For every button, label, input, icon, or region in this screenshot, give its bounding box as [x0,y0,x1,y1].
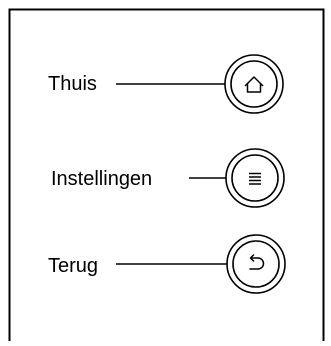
home-button-row: Thuis [48,54,284,114]
home-icon [244,76,264,93]
back-label: Terug [48,255,98,277]
menu-icon [249,172,261,185]
home-button[interactable] [230,60,278,108]
home-label: Thuis [48,73,97,95]
back-icon [249,254,265,270]
settings-label: Instellingen [51,168,152,190]
back-button[interactable] [232,240,280,288]
settings-button-row: Instellingen [51,148,285,208]
settings-button[interactable] [231,154,279,202]
frame-border [8,8,325,341]
back-button-row: Terug [48,234,286,294]
